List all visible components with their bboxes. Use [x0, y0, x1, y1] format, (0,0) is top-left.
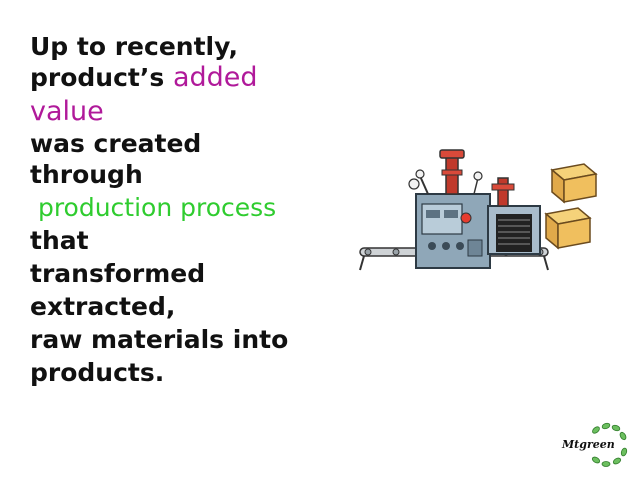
highlight-value: value: [30, 96, 104, 127]
text-segment: that: [30, 226, 89, 255]
text-segment: was created: [30, 129, 202, 158]
text-segment: transformed: [30, 259, 206, 288]
highlight-added: added: [172, 62, 258, 93]
text-segment: extracted,: [30, 292, 176, 321]
text-segment: raw materials into: [30, 325, 289, 354]
text-segment: product’s: [30, 63, 173, 92]
mtgreen-logo: Mtgreen: [560, 418, 636, 474]
line-transformed: transformed: [30, 257, 360, 290]
highlight-production-process: production process: [30, 193, 277, 222]
slide-text-block: Up to recently, product’s added value wa…: [30, 32, 360, 389]
factory-machine-icon: [359, 149, 598, 271]
line-raw-materials: raw materials into: [30, 323, 360, 356]
text-segment: Up to recently,: [30, 32, 238, 61]
line-value: value: [30, 94, 360, 129]
line-products: products.: [30, 356, 360, 389]
line-production-process: production process: [30, 191, 360, 224]
line-products-added: product’s added: [30, 61, 360, 94]
leaf-circle-logo-icon: [591, 422, 628, 467]
line-extracted: extracted,: [30, 290, 360, 323]
line-was-created: was created: [30, 129, 360, 158]
line-that: that: [30, 224, 360, 257]
line-up-to-recently: Up to recently,: [30, 32, 360, 61]
logo-text: Mtgreen: [562, 438, 615, 451]
text-segment: products.: [30, 358, 165, 387]
line-through: through: [30, 158, 360, 191]
text-segment: through: [30, 160, 143, 189]
